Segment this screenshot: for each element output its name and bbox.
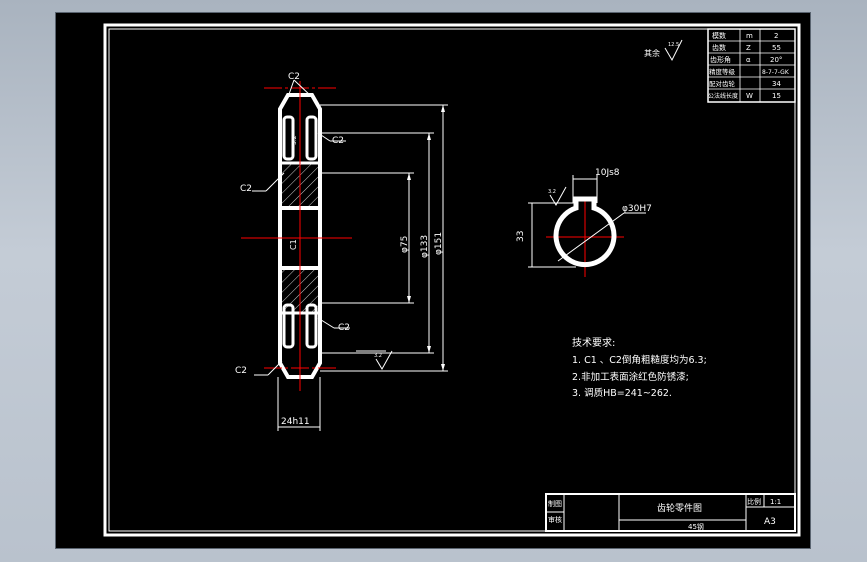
param-value-5: 15 xyxy=(772,92,781,100)
drawing-name: 齿轮零件图 xyxy=(657,502,702,514)
general-roughness: 其余 12.5 xyxy=(644,39,683,62)
keyway-width-label: 10Js8 xyxy=(595,168,620,178)
hub-diameter-label: φ75 xyxy=(400,236,410,253)
param-table: 模数 m 2 齿数 Z 55 齿形角 α 20° 精度等级 8-7-7-GK 配… xyxy=(707,28,796,103)
chamfer-callouts xyxy=(252,79,350,376)
web-roughness: 3.2 xyxy=(291,135,298,145)
param-sym-2: α xyxy=(746,56,751,64)
diameter-dimensions xyxy=(320,104,448,372)
bore-label: φ30H7 xyxy=(622,204,652,214)
sheet-size: A3 xyxy=(764,517,776,527)
keyway-depth-label: 33 xyxy=(516,231,526,242)
tech-item-3: 3. 调质HB=241~262. xyxy=(572,387,672,399)
param-label-3: 精度等级 xyxy=(709,67,736,76)
outer-border xyxy=(103,23,801,537)
inner-border xyxy=(108,28,796,532)
c2-upper-right-label: C2 xyxy=(332,136,344,146)
param-value-4: 34 xyxy=(772,80,781,88)
c1-label: C1 xyxy=(289,239,298,250)
param-label-1: 齿数 xyxy=(712,43,726,52)
roughness-note: 其余 xyxy=(644,48,660,58)
scale-value: 1:1 xyxy=(770,498,781,506)
c2-left-label: C2 xyxy=(240,184,252,194)
width-dimension xyxy=(277,377,321,431)
label-scale: 比例 xyxy=(747,497,761,506)
roughness-value: 12.5 xyxy=(668,42,679,48)
tech-item-1: 1. C1 、C2倒角粗糙度均为6.3; xyxy=(572,354,707,366)
param-label-0: 模数 xyxy=(712,31,726,40)
tip-diameter-label: φ151 xyxy=(434,232,444,255)
title-block: 制图 审核 齿轮零件图 45钢 比例 1:1 A3 xyxy=(545,493,796,532)
param-sym-1: Z xyxy=(746,44,751,52)
param-value-2: 20° xyxy=(770,56,782,64)
material: 45钢 xyxy=(688,522,704,531)
tech-title: 技术要求: xyxy=(572,336,615,349)
param-label-2: 齿形角 xyxy=(710,55,731,64)
param-value-0: 2 xyxy=(774,32,778,40)
c2-lower-right-label: C2 xyxy=(338,323,350,333)
param-label-5: 公法线长度 xyxy=(708,92,738,100)
label-drawn: 制图 xyxy=(548,499,562,508)
tech-requirements: 技术要求: 1. C1 、C2倒角粗糙度均为6.3; 2.非加工表面涂红色防锈漆… xyxy=(572,336,707,399)
label-checked: 审核 xyxy=(548,515,562,524)
gear-drawing: 模数 m 2 齿数 Z 55 齿形角 α 20° 精度等级 8-7-7-GK 配… xyxy=(103,23,801,537)
cad-viewport[interactable]: 模数 m 2 齿数 Z 55 齿形角 α 20° 精度等级 8-7-7-GK 配… xyxy=(55,12,811,549)
width-label: 24h11 xyxy=(281,417,310,427)
param-label-4: 配对齿轮 xyxy=(709,79,736,88)
param-sym-0: m xyxy=(746,32,753,40)
centerlines xyxy=(241,81,624,391)
param-value-1: 55 xyxy=(772,44,781,52)
param-sym-5: W xyxy=(746,92,753,100)
tech-item-2: 2.非加工表面涂红色防锈漆; xyxy=(572,371,689,383)
c2-top-label: C2 xyxy=(288,72,300,82)
root-diameter-label: φ133 xyxy=(420,235,430,258)
face-roughness: 3.2 xyxy=(356,350,393,370)
keyway-roughness: 3.2 xyxy=(548,189,556,195)
param-value-3: 8-7-7-GK xyxy=(762,69,790,76)
bore-circle xyxy=(553,196,617,267)
c2-bottom-left-label: C2 xyxy=(235,366,247,376)
face-roughness-value: 3.2 xyxy=(374,353,382,359)
keyway-view xyxy=(528,175,646,268)
gear-outline xyxy=(278,93,322,379)
